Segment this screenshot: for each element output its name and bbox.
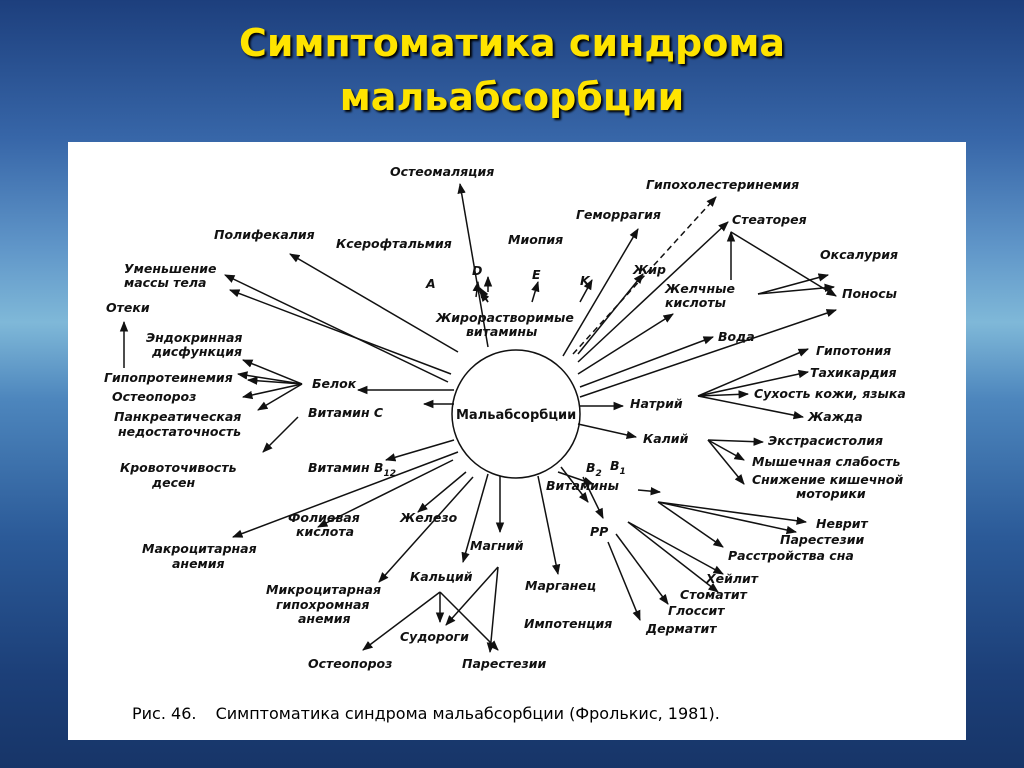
label-fatsoluble-line1: Жирорастворимые — [435, 310, 574, 325]
label-water: Вода — [718, 329, 755, 344]
label-tachycardia: Тахикардия — [810, 365, 897, 380]
label-endocrine-line1: Эндокринная — [146, 330, 242, 345]
figure-panel: Мальабсорбции Остеомаляция Гипохолестери… — [68, 142, 966, 740]
label-folic-line1: Фолиевая — [288, 510, 360, 525]
label-diarrhea: Поносы — [842, 286, 897, 301]
label-vitamin-a: A — [425, 276, 436, 291]
label-oxaluria: Оксалурия — [820, 247, 898, 262]
label-b2: B2 — [586, 460, 602, 479]
label-sodium: Натрий — [630, 396, 683, 411]
label-sleep-disorders: Расстройства сна — [728, 548, 854, 563]
label-myopia: Миопия — [508, 232, 563, 247]
label-extrasystole: Экстрасистолия — [768, 433, 883, 448]
label-cramps: Судороги — [400, 629, 469, 644]
label-hemorrhage: Геморрагия — [576, 207, 661, 222]
label-dermatitis: Дерматит — [645, 621, 717, 636]
label-peristalsis-line2: моторики — [796, 486, 866, 501]
label-vitamin-c: Витамин С — [308, 405, 384, 420]
label-hypocholesterolemia: Гипохолестеринемия — [646, 177, 799, 192]
label-neuritis: Неврит — [816, 516, 869, 531]
label-steatorrhea: Стеаторея — [732, 212, 807, 227]
label-macrocytic-line2: анемия — [172, 556, 225, 571]
label-thirst: Жажда — [807, 409, 863, 424]
label-microcytic-line1: Микроцитарная — [266, 582, 381, 597]
label-impotence: Импотенция — [524, 616, 612, 631]
label-polyfecalia: Полифекалия — [214, 227, 315, 242]
label-endocrine-line2: дисфункция — [151, 344, 242, 359]
label-osteoporosis-bottom: Остеопороз — [308, 656, 392, 671]
label-macrocytic-line1: Макроцитарная — [142, 541, 257, 556]
label-iron: Железо — [399, 510, 458, 525]
label-folic-line2: кислота — [296, 524, 354, 539]
center-label: Мальабсорбции — [456, 408, 576, 423]
label-vitamins: Витамины — [546, 478, 619, 493]
label-osteomalacia: Остеомаляция — [390, 164, 494, 179]
label-cheilitis: Хейлит — [705, 571, 759, 586]
label-fat: Жир — [632, 262, 666, 277]
label-osteoporosis-left: Остеопороз — [112, 389, 196, 404]
label-paresthesia-bottom: Парестезии — [462, 656, 546, 671]
label-weightloss-line1: Уменьшение — [124, 261, 217, 276]
label-glossitis: Глоссит — [668, 603, 725, 618]
label-fatsoluble-line2: витамины — [466, 324, 537, 339]
slide-title-line1: Симптоматика синдрома — [0, 20, 1024, 66]
label-hypotonia: Гипотония — [816, 343, 891, 358]
label-potassium: Калий — [643, 431, 689, 446]
label-magnesium: Магний — [470, 538, 524, 553]
label-calcium: Кальций — [410, 569, 473, 584]
label-bile-line1: Желчные — [664, 281, 735, 296]
label-bleeding-line1: Кровоточивость — [120, 460, 237, 475]
label-vitamin-d: D — [472, 263, 482, 278]
label-peristalsis-line1: Снижение кишечной — [752, 472, 904, 487]
label-protein: Белок — [312, 376, 357, 391]
label-microcytic-line3: анемия — [298, 611, 351, 626]
label-weightloss-line2: массы тела — [124, 275, 206, 290]
label-paresthesia-right: Парестезии — [780, 532, 864, 547]
label-bleeding-line2: десен — [151, 475, 195, 490]
label-microcytic-line2: гипохромная — [276, 597, 369, 612]
figure-caption: Рис. 46. Симптоматика синдрома мальабсор… — [132, 704, 720, 723]
label-vitamin-b12: Витамин В12 — [308, 460, 396, 479]
label-hypoproteinemia: Гипопротеинемия — [104, 370, 233, 385]
label-edema: Отеки — [106, 300, 150, 315]
label-pp: РР — [590, 524, 608, 539]
label-vitamin-k: K — [580, 273, 591, 288]
slide-title-line2: мальабсорбции — [0, 74, 1024, 120]
label-muscle-weakness: Мышечная слабость — [752, 454, 900, 469]
label-xerophthalmia: Ксерофтальмия — [336, 236, 452, 251]
label-vitamin-e: E — [532, 267, 541, 282]
label-pancreatic-line1: Панкреатическая — [114, 409, 241, 424]
label-dry-skin: Сухость кожи, языка — [754, 386, 906, 401]
label-manganese: Марганец — [525, 578, 596, 593]
label-b1: B1 — [610, 458, 626, 477]
label-stomatitis: Стоматит — [680, 587, 748, 602]
label-pancreatic-line2: недостаточность — [118, 424, 241, 439]
label-bile-line2: кислоты — [665, 295, 726, 310]
malabsorption-diagram: Мальабсорбции Остеомаляция Гипохолестери… — [68, 142, 966, 740]
